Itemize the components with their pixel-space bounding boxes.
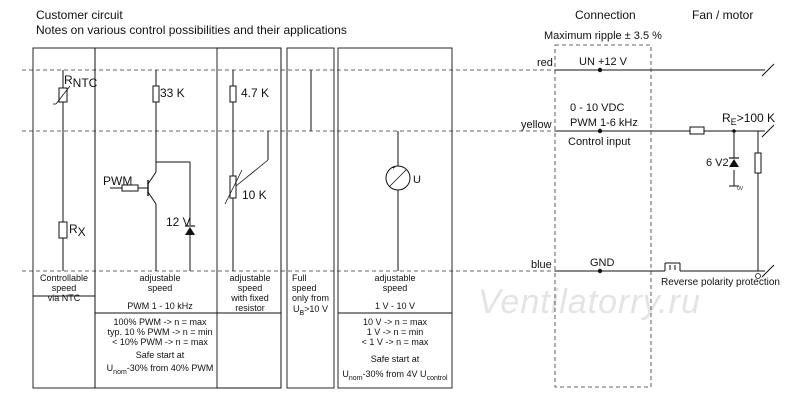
resistor-33k bbox=[152, 85, 160, 103]
r10k-label: 10 K bbox=[242, 188, 267, 202]
pwm-safe-2: Unom-30% from 40% PWM bbox=[107, 363, 214, 376]
red-wire-label: red bbox=[537, 57, 553, 69]
volt-note-2: 1 V -> n = min bbox=[367, 327, 424, 337]
input-range-label: 0 - 10 VDC bbox=[570, 102, 624, 114]
column-ntc: RNTC RX Controllable speed via NTC bbox=[32, 47, 98, 389]
header-title: Customer circuit bbox=[36, 8, 123, 22]
ntc-desc-2: speed bbox=[52, 283, 77, 293]
connection-wires bbox=[555, 63, 775, 278]
r4k7-label: 4.7 K bbox=[241, 86, 269, 100]
pot-desc-3: with fixed bbox=[230, 293, 269, 303]
ntc-desc-1: Controllable bbox=[40, 273, 88, 283]
pwm-note-3: < 10% PWM -> n = max bbox=[112, 337, 208, 347]
pwm-note-1: 100% PWM -> n = max bbox=[113, 317, 207, 327]
supply-label: UN +12 V bbox=[579, 56, 628, 68]
volt-note-1: 10 V -> n = max bbox=[363, 317, 428, 327]
ntc-desc-3: via NTC bbox=[48, 293, 81, 303]
control-input-label: Control input bbox=[568, 136, 630, 148]
pwm-mode: PWM 1 - 10 kHz bbox=[127, 301, 193, 311]
gnd-label: GND bbox=[590, 257, 615, 269]
re-label: RE>100 K bbox=[722, 111, 775, 127]
pwm-note-2: typ. 10 % PWM -> n = min bbox=[107, 327, 212, 337]
pot-desc-1: adjustable bbox=[229, 273, 270, 283]
header-subtitle: Notes on various control possibilities a… bbox=[36, 23, 347, 37]
reverse-polarity-label: Reverse polarity protection bbox=[661, 277, 780, 288]
meter-label: U bbox=[413, 174, 421, 186]
full-desc-1: Full bbox=[292, 273, 307, 283]
pot-desc-4: resistor bbox=[235, 303, 265, 313]
pwm-safe-1: Safe start at bbox=[136, 350, 185, 360]
svg-text:+: + bbox=[392, 166, 396, 172]
volt-desc-1: adjustable bbox=[374, 273, 415, 283]
volt-note-3: < 1 V -> n = max bbox=[362, 337, 429, 347]
pwm-freq-label: PWM 1-6 kHz bbox=[570, 117, 638, 129]
motor-circuit bbox=[664, 126, 762, 271]
column-potentiometer: 4.7 K 10 K adjustable speed with fixed r… bbox=[216, 47, 282, 389]
v12-label: 12 V bbox=[166, 215, 191, 229]
connection-box bbox=[554, 44, 652, 388]
volt-mode: 1 V - 10 V bbox=[375, 301, 415, 311]
zener-label: 6 V2 bbox=[706, 157, 729, 169]
watermark: Ventilatorry.ru bbox=[478, 283, 701, 321]
pwm-input-label: PWM bbox=[103, 174, 132, 188]
full-desc-2: speed bbox=[292, 283, 317, 293]
motor-terminal bbox=[755, 273, 761, 279]
fan-motor-heading: Fan / motor bbox=[692, 8, 753, 22]
bus-lines bbox=[22, 69, 555, 272]
zener-12v bbox=[185, 227, 195, 235]
resistor-re bbox=[689, 126, 705, 135]
resistor-rx bbox=[58, 221, 68, 239]
zero-volt-label: 0V bbox=[737, 186, 744, 192]
column-pwm: 33 K PWM 12 V adjustable speed PWM 1 - 1… bbox=[94, 47, 282, 389]
blue-wire-label: blue bbox=[531, 259, 552, 271]
motor-resistor bbox=[754, 152, 762, 174]
volt-safe-1: Safe start at bbox=[371, 354, 420, 364]
pwm-desc-2: speed bbox=[148, 283, 173, 293]
rntc-label: RNTC bbox=[64, 73, 98, 90]
full-cond: UB>10 V bbox=[293, 304, 328, 317]
connection-heading: Connection bbox=[575, 8, 636, 22]
ripple-note: Maximum ripple ± 3.5 % bbox=[544, 30, 662, 42]
column-full-speed: Full speed only from UB>10 V bbox=[286, 47, 335, 389]
pot-desc-2: speed bbox=[238, 283, 263, 293]
resistor-4k7 bbox=[229, 85, 237, 103]
junction-dots bbox=[597, 67, 736, 274]
r33k-label: 33 K bbox=[160, 86, 185, 100]
potentiometer-10k bbox=[229, 175, 237, 199]
volt-safe-2: Unom-30% from 4V Ucontrol bbox=[342, 369, 448, 382]
pwm-desc-1: adjustable bbox=[139, 273, 180, 283]
yellow-wire-label: yellow bbox=[521, 119, 552, 131]
full-desc-3: only from bbox=[292, 293, 329, 303]
rx-label: RX bbox=[69, 222, 86, 239]
volt-desc-2: speed bbox=[383, 283, 408, 293]
column-voltage: + U adjustable speed 1 V - 10 V 10 V -> … bbox=[337, 47, 453, 389]
zener-diode bbox=[729, 157, 739, 167]
